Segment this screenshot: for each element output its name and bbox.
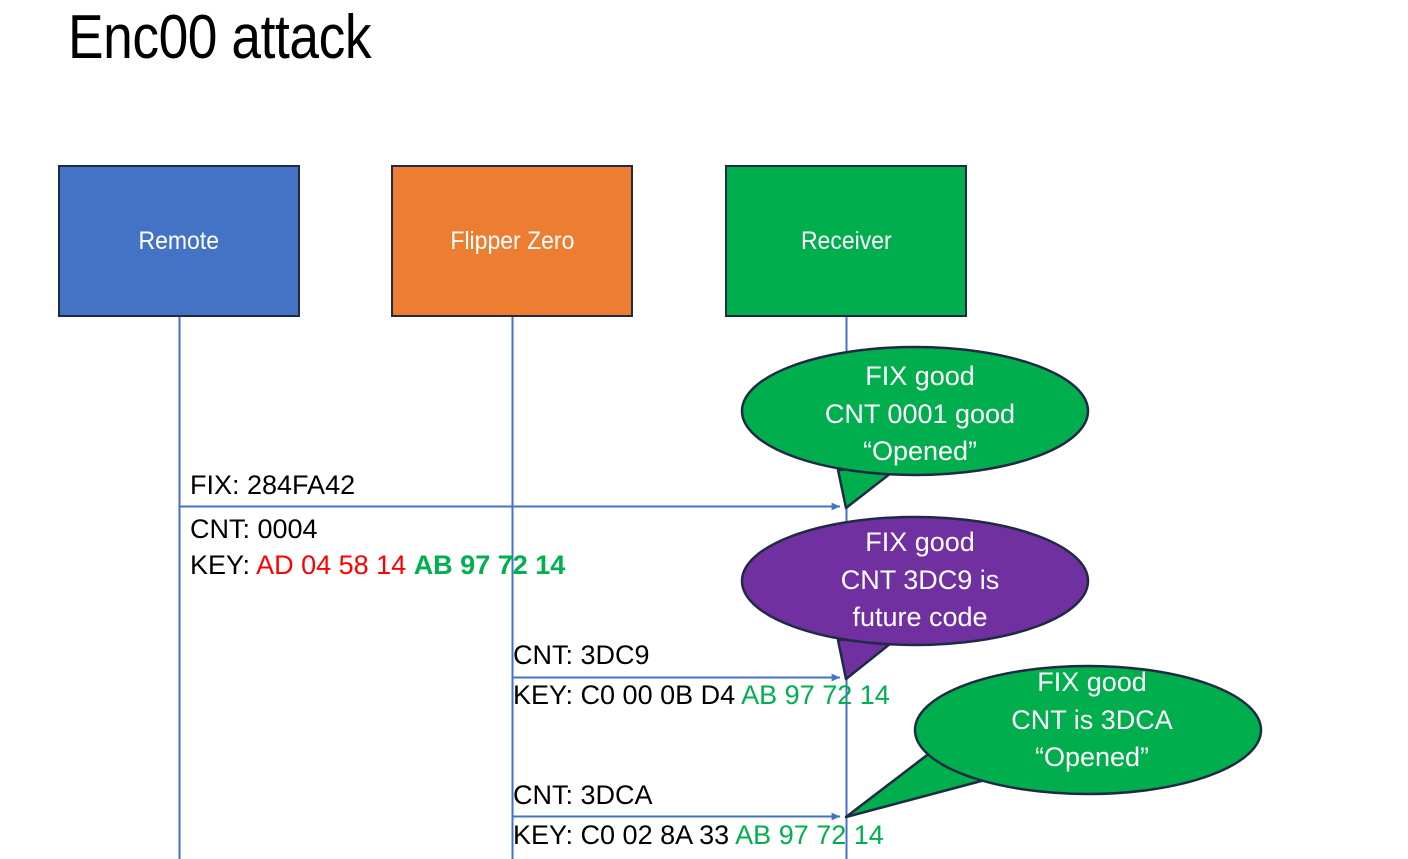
callout-2-line-2: CNT 3DC9 is (840, 564, 1000, 595)
message-2-key-label: KEY: C0 00 0B D4 AB 97 72 14 (513, 682, 890, 709)
message-1-fix-label: FIX: 284FA42 (190, 470, 356, 500)
actor-box-receiver[interactable]: Receiver (725, 165, 967, 317)
message-1-key-red: AD 04 58 14 (256, 550, 407, 580)
actor-box-remote[interactable]: Remote (58, 165, 300, 317)
actor-label-remote: Remote (138, 226, 220, 255)
message-3-cnt-label: CNT: 3DCA (513, 780, 653, 810)
callout-2-text: FIX good CNT 3DC9 is future code (760, 524, 1080, 637)
message-1-key-prefix: KEY: (190, 550, 257, 580)
message-3-key-label: KEY: C0 02 8A 33 AB 97 72 14 (513, 822, 884, 849)
callout-1-line-1: FIX good (865, 361, 975, 391)
callout-1-text: FIX good CNT 0001 good “Opened” (760, 358, 1080, 471)
callout-2-line-1: FIX good (865, 527, 975, 557)
actor-label-flipper-zero: Flipper Zero (450, 226, 574, 255)
callout-3-line-2: CNT is 3DCA (1011, 704, 1173, 735)
message-2-key-prefix: KEY: C0 00 0B D4 (513, 680, 742, 710)
callout-1-line-2: CNT 0001 good (824, 398, 1016, 429)
callout-2-line-3: future code (852, 602, 988, 633)
message-3-key-prefix: KEY: C0 02 8A 33 (513, 820, 736, 850)
message-1-cnt-label: CNT: 0004 (190, 514, 318, 544)
callout-3-line-1: FIX good (1037, 667, 1147, 697)
message-2-cnt-label: CNT: 3DC9 (513, 640, 650, 670)
callout-3-text: FIX good CNT is 3DCA “Opened” (932, 664, 1252, 777)
message-2-key-green: AB 97 72 14 (741, 680, 890, 710)
message-3-key-green: AB 97 72 14 (735, 820, 884, 850)
message-1-key-label: KEY: AD 04 58 14 AB 97 72 14 (190, 552, 565, 579)
actor-box-flipper-zero[interactable]: Flipper Zero (391, 165, 633, 317)
actor-label-receiver: Receiver (800, 226, 892, 255)
callout-3-line-3: “Opened” (1034, 742, 1150, 773)
page-title: Enc00 attack (68, 3, 372, 72)
message-1-key-space (406, 550, 414, 580)
message-1-key-green: AB 97 72 14 (413, 550, 566, 580)
callout-1-line-3: “Opened” (862, 436, 978, 467)
